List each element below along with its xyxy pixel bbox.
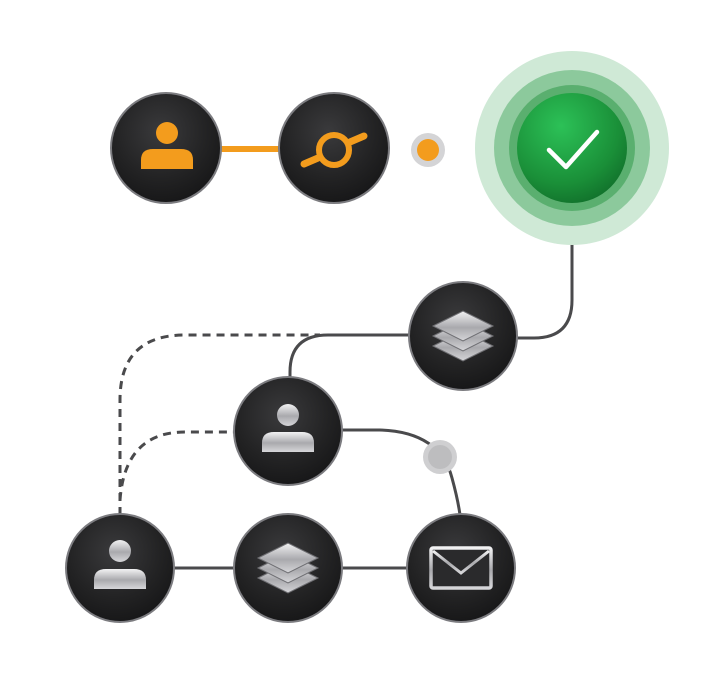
user-icon [94,540,146,589]
connector-success-to-layers [512,200,574,340]
connector-layers-to-user-middle [288,333,410,382]
integration-node[interactable] [278,92,390,204]
mail-icon [429,546,493,590]
layers-icon [256,542,320,594]
user-node-middle[interactable] [233,376,343,486]
user-icon [141,122,193,169]
dashed-connector-outer [118,333,320,515]
user-node-lower[interactable] [65,513,175,623]
mail-node[interactable] [406,513,516,623]
integration-icon [300,132,368,168]
junction-dot-active [411,133,445,167]
junction-dot-inactive [423,440,457,474]
layers-icon [431,310,495,362]
success-node[interactable] [475,51,669,245]
user-icon [262,404,314,452]
check-icon [546,129,600,170]
dashed-connector-inner [118,430,235,501]
layers-node-lower[interactable] [233,513,343,623]
user-node[interactable] [110,92,222,204]
layers-node-upper[interactable] [408,281,518,391]
